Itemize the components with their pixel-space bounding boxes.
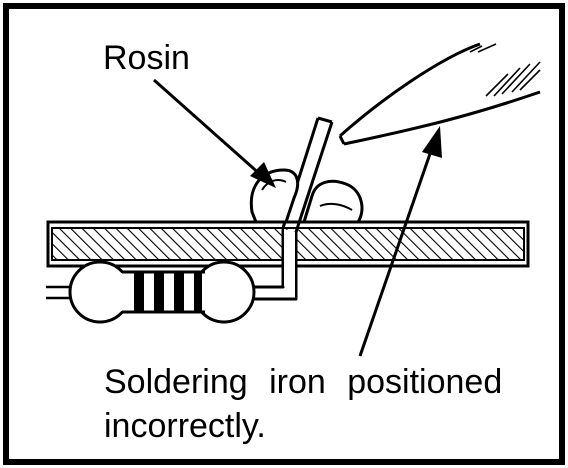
iron-pointer-arrow [358, 126, 442, 357]
resistor-band-1 [134, 273, 144, 311]
resistor-band-3 [174, 273, 184, 311]
component-lead [46, 116, 334, 301]
resistor [68, 260, 256, 324]
outer-frame [3, 3, 565, 465]
iron-label-line-2: incorrectly. [104, 407, 266, 445]
rosin-label: Rosin [103, 39, 190, 77]
rosin-blobs [249, 168, 364, 224]
iron-label-line-1: Soldering iron positioned [104, 363, 503, 401]
rosin-pointer-arrow [153, 78, 276, 188]
soldering-iron [338, 42, 541, 146]
resistor-band-4 [194, 273, 202, 311]
resistor-band-2 [154, 273, 164, 311]
